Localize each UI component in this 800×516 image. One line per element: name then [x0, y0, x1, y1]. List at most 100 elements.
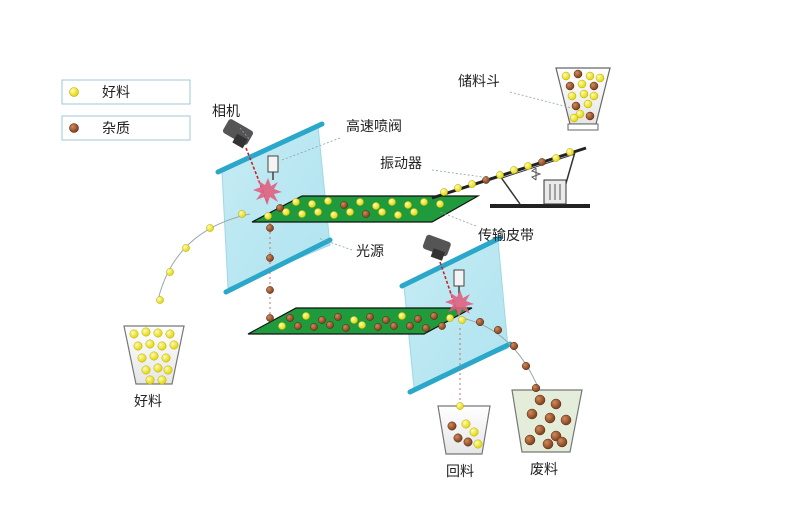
- good-particle: [575, 109, 585, 119]
- impurity-particle: [340, 201, 348, 209]
- good-particle: [394, 211, 402, 219]
- impurity-particle: [573, 69, 583, 79]
- good-particle: [292, 198, 300, 206]
- legend-good-swatch: [69, 87, 79, 97]
- good-particle: [567, 91, 577, 101]
- good-particle: [461, 419, 471, 429]
- good-particle: [496, 171, 504, 179]
- good-particle: [161, 353, 171, 363]
- good-particle: [579, 89, 589, 99]
- good-particle: [398, 312, 406, 320]
- impurity-particle: [276, 204, 284, 212]
- good-particle: [149, 351, 159, 361]
- impurity-particle: [453, 433, 463, 443]
- label-camera: 相机: [212, 104, 240, 120]
- good-particle: [165, 329, 175, 339]
- impurity-particle: [266, 254, 274, 262]
- good-particle: [404, 201, 412, 209]
- label-vibrator: 振动器: [380, 156, 422, 172]
- good-particle: [324, 197, 332, 205]
- impurity-particle: [390, 322, 398, 330]
- impurity-particle: [585, 111, 595, 121]
- impurity-particle: [266, 314, 274, 322]
- impurity-particle: [482, 176, 490, 184]
- impurity-particle: [382, 316, 390, 324]
- good-particle: [473, 439, 483, 449]
- label-waste-bin: 废料: [530, 462, 558, 478]
- impurity-particle: [334, 313, 342, 321]
- good-particle: [356, 198, 364, 206]
- good-particle: [468, 180, 476, 188]
- return-bin: [437, 405, 491, 455]
- impurity-particle: [571, 101, 581, 111]
- good-particle: [566, 148, 574, 156]
- good-particle: [372, 202, 380, 210]
- high-speed-valve-upper: [267, 155, 279, 180]
- good-particle: [346, 208, 354, 216]
- legend-bad-swatch: [69, 123, 79, 133]
- waste-trajectory: [461, 317, 541, 393]
- good-particle: [358, 321, 366, 329]
- impurity-particle: [310, 323, 318, 331]
- label-hopper: 储料斗: [458, 74, 500, 90]
- good-particle: [153, 363, 163, 373]
- impurity-particle: [534, 394, 546, 406]
- good-particle: [129, 329, 139, 339]
- impurity-particle: [493, 325, 503, 335]
- good-particle: [436, 200, 444, 208]
- impurity-particle: [326, 321, 334, 329]
- good-particle: [182, 244, 190, 252]
- good-particle: [156, 296, 164, 304]
- good-particle: [585, 71, 595, 81]
- impurity-particle: [534, 424, 546, 436]
- good-particle: [410, 208, 418, 216]
- impurity-particle: [550, 398, 562, 410]
- good-particle: [420, 198, 428, 206]
- good-particle: [330, 211, 338, 219]
- legend-good-box: [61, 79, 191, 105]
- good-particle: [314, 208, 322, 216]
- impurity-particle: [521, 361, 531, 371]
- good-particle: [440, 188, 448, 196]
- good-particle: [264, 212, 272, 220]
- good-particle: [137, 353, 147, 363]
- good-particle: [145, 375, 155, 385]
- impurity-particle: [556, 436, 568, 448]
- impurity-particle: [294, 322, 302, 330]
- impurity-particle: [531, 383, 541, 393]
- good-particle: [141, 365, 151, 375]
- label-good-bin: 好料: [134, 394, 162, 410]
- camera-lower: [422, 234, 451, 261]
- good-particle: [456, 402, 464, 410]
- good-particle: [278, 322, 286, 330]
- good-particle: [169, 340, 179, 350]
- impurity-particle: [374, 323, 382, 331]
- good-particle: [157, 375, 167, 385]
- good-particle: [524, 162, 532, 170]
- flash-upper: [253, 178, 282, 205]
- good-particle: [589, 91, 599, 101]
- good-particle: [282, 208, 290, 216]
- impurity-particle: [538, 158, 546, 166]
- legend: 好料 杂质: [61, 79, 191, 141]
- leader-lines: [239, 91, 573, 251]
- impurity-particle: [542, 438, 554, 450]
- upper-light-panel: [215, 121, 333, 295]
- legend-bad-box: [61, 115, 191, 141]
- good-particle: [583, 99, 593, 109]
- impurity-particle: [447, 421, 457, 431]
- good-particle: [153, 328, 163, 338]
- impurity-particle: [463, 437, 473, 447]
- impurity-particle: [286, 314, 294, 322]
- good-particle: [141, 327, 151, 337]
- good-particle: [166, 268, 174, 276]
- impurity-particle: [406, 322, 414, 330]
- good-particle: [446, 314, 454, 322]
- impurity-particle: [266, 286, 274, 294]
- impurity-particle: [509, 341, 519, 351]
- legend-bad-label: 杂质: [102, 121, 130, 137]
- impurity-particle: [266, 224, 274, 232]
- good-particle: [206, 224, 214, 232]
